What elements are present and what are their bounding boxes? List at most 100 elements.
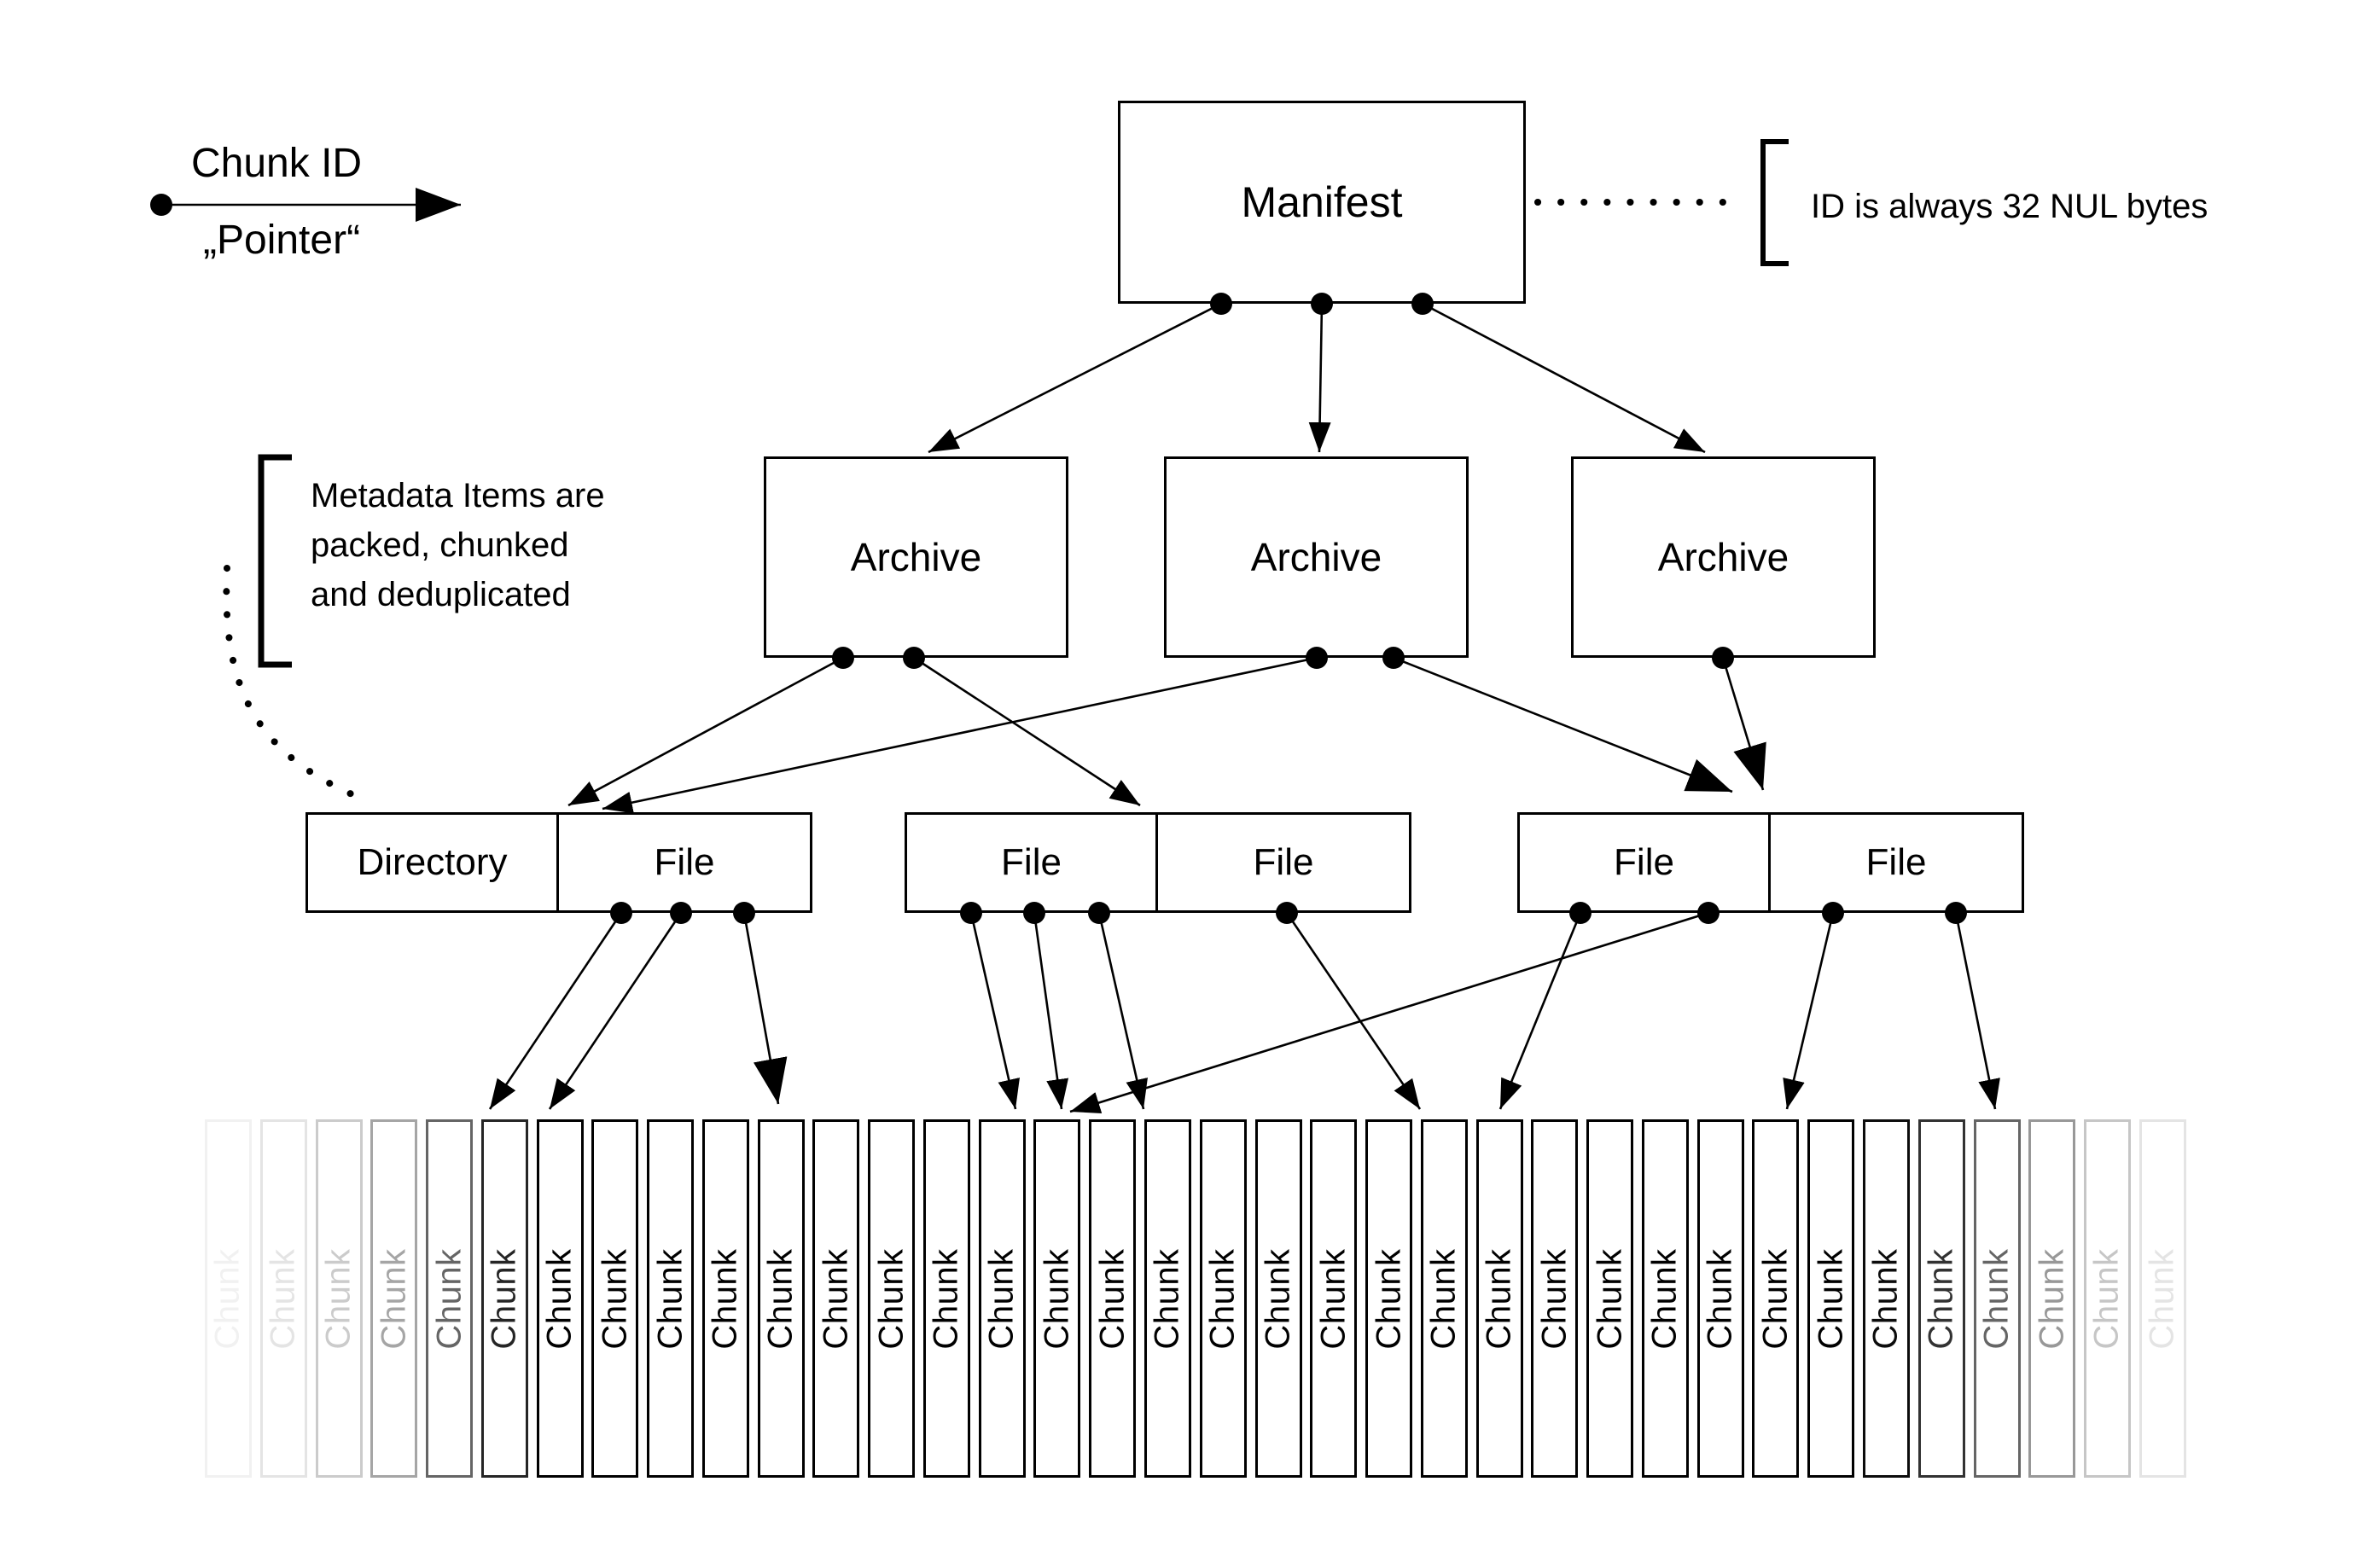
chunk-box: Chunk: [647, 1119, 695, 1478]
chunk-box: Chunk: [536, 1119, 584, 1478]
chunk-label: Chunk: [1866, 1247, 1905, 1350]
chunk-box: Chunk: [1752, 1119, 1800, 1478]
connector-arrow: [1393, 656, 1733, 793]
connector-arrow: [969, 912, 1020, 1110]
chunk-label: Chunk: [596, 1247, 634, 1350]
chunk-box: Chunk: [205, 1119, 252, 1478]
chunk-box: Chunk: [480, 1119, 528, 1478]
chunk-label: Chunk: [1038, 1247, 1076, 1350]
chunk-label: Chunk: [1535, 1247, 1574, 1350]
legend-subtitle: „Pointer“: [203, 218, 361, 263]
legend-title: Chunk ID: [191, 141, 363, 186]
chunk-box: Chunk: [868, 1119, 916, 1478]
connector-arrow: [1721, 657, 1766, 791]
chunk-box: Chunk: [978, 1119, 1026, 1478]
node-archive-2: Archive: [1164, 456, 1469, 658]
connector-arrow: [1308, 303, 1331, 453]
node-file: File: [1771, 812, 2024, 913]
chunk-box: Chunk: [370, 1119, 418, 1478]
chunk-label: Chunk: [1701, 1247, 1739, 1350]
metadata-group-1: Directory File: [306, 812, 812, 913]
chunk-row: Chunk Chunk Chunk Chunk Chunk Chunk Chunk Chunk…: [205, 1119, 2186, 1478]
chunk-label: Chunk: [1203, 1247, 1242, 1350]
chunk-box: Chunk: [2139, 1119, 2186, 1478]
chunk-label: Chunk: [872, 1247, 911, 1350]
connector-arrow: [913, 656, 1141, 807]
connector-arrow: [1954, 912, 2000, 1110]
chunk-box: Chunk: [1973, 1119, 2021, 1478]
chunk-box: Chunk: [1365, 1119, 1413, 1478]
chunk-box: Chunk: [2028, 1119, 2076, 1478]
connector-arrow: [488, 912, 623, 1110]
chunk-label: Chunk: [1424, 1247, 1463, 1350]
node-file: File: [559, 812, 812, 913]
chunk-box: Chunk: [1310, 1119, 1358, 1478]
chunk-label: Chunk: [1812, 1247, 1850, 1350]
chunk-label: Chunk: [2033, 1247, 2071, 1350]
connector-arrow: [1097, 912, 1148, 1110]
metadata-note-line: Metadata Items are: [311, 477, 605, 514]
node-file: File: [1158, 812, 1411, 913]
manifest-id-note: ID is always 32 NUL bytes: [1811, 188, 2208, 225]
chunk-label: Chunk: [1259, 1247, 1297, 1350]
chunk-box: Chunk: [315, 1119, 363, 1478]
chunk-label: Chunk: [817, 1247, 855, 1350]
chunk-label: Chunk: [1149, 1247, 1187, 1350]
chunk-id-dot: [150, 194, 172, 216]
chunk-label: Chunk: [375, 1247, 413, 1350]
connector-arrow: [1783, 912, 1835, 1110]
chunk-box: Chunk: [701, 1119, 749, 1478]
chunk-label: Chunk: [1093, 1247, 1132, 1350]
chunk-box: Chunk: [259, 1119, 307, 1478]
chunk-label: Chunk: [319, 1247, 358, 1350]
chunk-label: Chunk: [1922, 1247, 1960, 1350]
chunk-box: Chunk: [1696, 1119, 1744, 1478]
chunk-box: Chunk: [1862, 1119, 1910, 1478]
node-archive-3: Archive: [1571, 456, 1876, 658]
chunk-box: Chunk: [1475, 1119, 1523, 1478]
chunk-box: Chunk: [757, 1119, 805, 1478]
chunk-label: Chunk: [485, 1247, 523, 1350]
connector-arrow: [742, 912, 788, 1105]
chunk-box: Chunk: [922, 1119, 970, 1478]
metadata-group-3: File File: [1517, 812, 2024, 913]
node-file: File: [1517, 812, 1771, 913]
connector-arrow: [548, 912, 683, 1110]
bracket: [258, 454, 292, 668]
connector-arrow: [1498, 912, 1582, 1110]
chunk-box: Chunk: [1917, 1119, 1965, 1478]
metadata-note: Metadata Items are packed, chunked and d…: [311, 471, 605, 619]
chunk-label: Chunk: [1370, 1247, 1408, 1350]
connector-arrow: [1033, 912, 1069, 1110]
node-directory: Directory: [306, 812, 559, 913]
bracket: [1760, 139, 1789, 266]
chunk-label: Chunk: [1645, 1247, 1684, 1350]
connector-arrow: [928, 302, 1222, 454]
chunk-box: Chunk: [1033, 1119, 1081, 1478]
chunk-label: Chunk: [1756, 1247, 1795, 1350]
chunk-label: Chunk: [927, 1247, 965, 1350]
chunk-box: Chunk: [1420, 1119, 1468, 1478]
connector-arrow: [602, 656, 1318, 814]
connector-arrow: [567, 656, 844, 807]
chunk-box: Chunk: [1089, 1119, 1137, 1478]
metadata-note-line: packed, chunked: [311, 526, 569, 564]
chunk-label: Chunk: [651, 1247, 690, 1350]
chunk-label: Chunk: [264, 1247, 302, 1350]
chunk-box: Chunk: [1586, 1119, 1634, 1478]
chunk-box: Chunk: [1531, 1119, 1579, 1478]
metadata-group-2: File File: [905, 812, 1411, 913]
chunk-box: Chunk: [1807, 1119, 1855, 1478]
chunk-label: Chunk: [1314, 1247, 1353, 1350]
chunk-label: Chunk: [540, 1247, 579, 1350]
connector-arrow: [1069, 911, 1709, 1114]
chunk-label: Chunk: [209, 1247, 247, 1350]
chunk-box: Chunk: [591, 1119, 639, 1478]
chunk-label: Chunk: [2143, 1247, 2181, 1350]
chunk-box: Chunk: [1254, 1119, 1302, 1478]
chunk-label: Chunk: [982, 1247, 1021, 1350]
chunk-label: Chunk: [761, 1247, 800, 1350]
node-manifest: Manifest: [1118, 101, 1526, 304]
connector-arrow: [1285, 912, 1422, 1110]
